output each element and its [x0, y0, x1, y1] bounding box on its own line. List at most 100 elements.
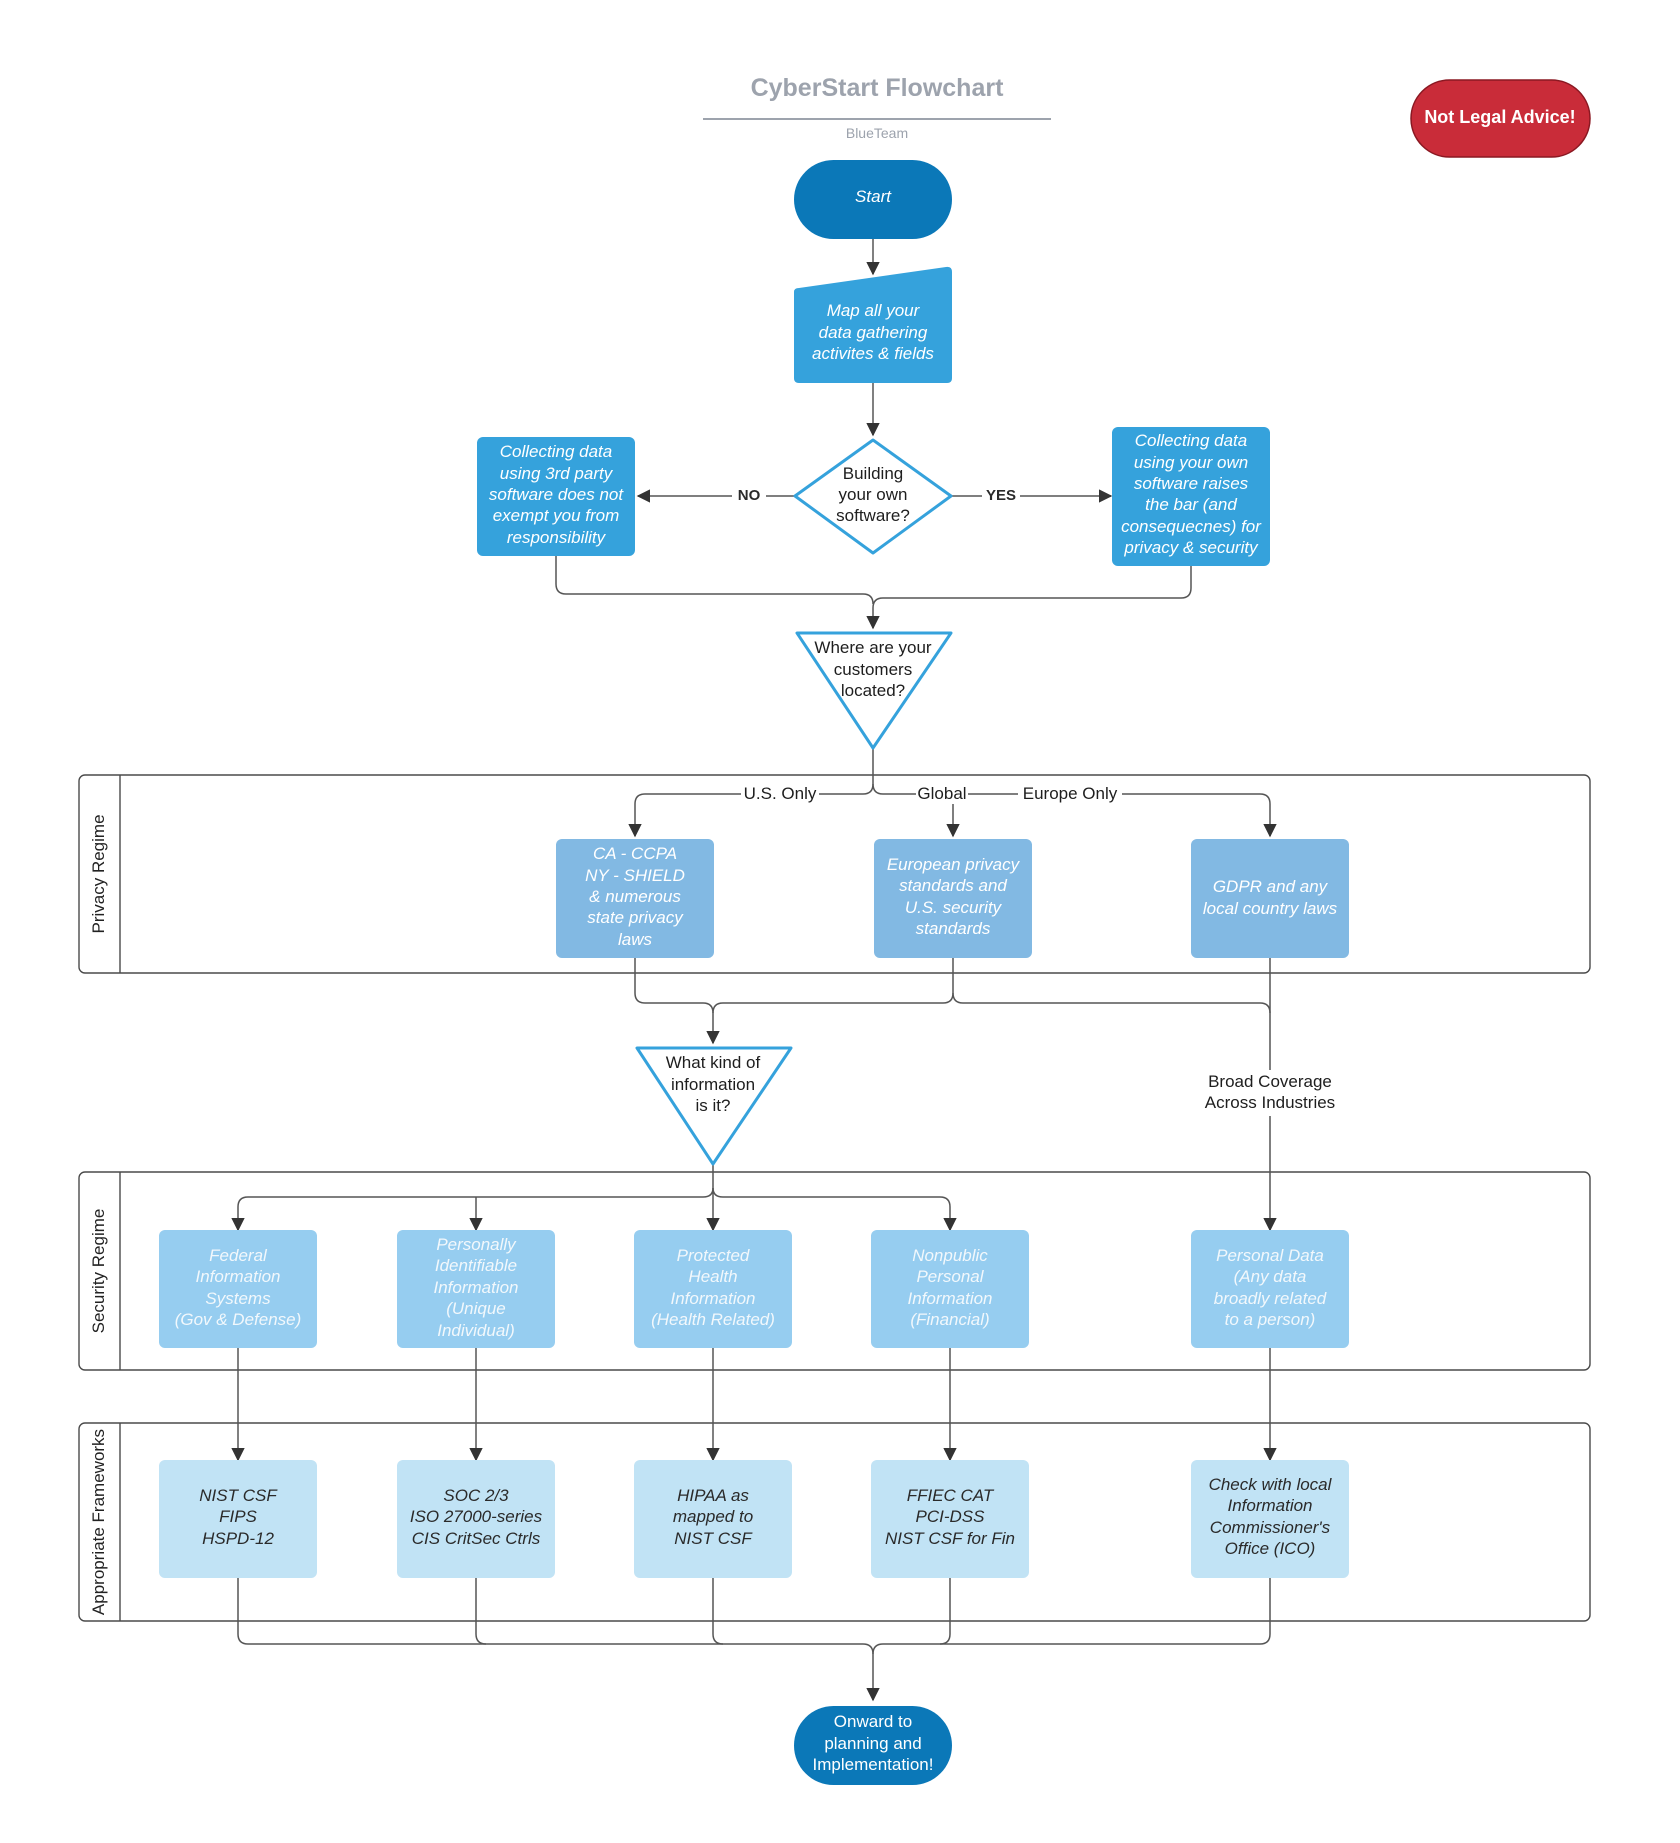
edge-infokind-npi — [712, 1187, 957, 1232]
edge-merge-soc — [475, 1578, 487, 1645]
edge-labels: NO YES U.S. Only Global Europe Only Broa… — [732, 485, 1344, 1116]
ico-line-4: Office (ICO) — [1225, 1539, 1316, 1558]
ffiec-line-3: NIST CSF for Fin — [885, 1529, 1015, 1548]
nist-framework-box: NIST CSF FIPS HSPD-12 — [159, 1460, 317, 1578]
edge-global-infokind — [706, 958, 954, 1045]
edge-merge-ffiec — [939, 1578, 951, 1645]
edge-merge-right — [866, 1578, 1271, 1702]
fis-box: Federal Information Systems (Gov & Defen… — [159, 1230, 317, 1348]
own-software-line-4: the bar (and — [1145, 495, 1237, 514]
edge-thirdparty-merge — [555, 556, 874, 605]
start-terminal: Start — [794, 160, 952, 239]
fis-line-1: Federal — [209, 1246, 268, 1265]
global-privacy-box: European privacy standards and U.S. secu… — [874, 839, 1032, 958]
edge-label-broad-1: Broad Coverage — [1208, 1072, 1332, 1091]
onward-line-2: planning and — [824, 1734, 921, 1753]
nist-line-3: HSPD-12 — [202, 1529, 274, 1548]
personal-data-line-2: (Any data — [1234, 1267, 1307, 1286]
info-kind-line-2: information — [671, 1075, 755, 1094]
third-party-line-1: Collecting data — [500, 442, 612, 461]
building-line-2: your own — [839, 485, 908, 504]
own-software-line-6: privacy & security — [1123, 538, 1259, 557]
global-privacy-line-4: standards — [916, 919, 991, 938]
soc-line-3: CIS CritSec Ctrls — [412, 1529, 541, 1548]
edge-merge-hipaa — [712, 1578, 724, 1645]
info-kind-decision: What kind of information is it? — [635, 1046, 793, 1166]
personal-data-box: Personal Data (Any data broadly related … — [1191, 1230, 1349, 1348]
ico-line-2: Information — [1227, 1496, 1312, 1515]
edge-global-broad — [952, 992, 1271, 1014]
edge-label-europe-only: Europe Only — [1023, 784, 1118, 803]
edge-customers-europe — [953, 793, 1277, 838]
europe-privacy-line-2: local country laws — [1203, 899, 1338, 918]
lane-privacy-label: Privacy Regime — [89, 814, 108, 933]
phi-line-1: Protected — [677, 1246, 750, 1265]
edge-us-infokind — [634, 958, 714, 1014]
own-software-line-5: consequecnes) for — [1121, 517, 1262, 536]
europe-privacy-line-1: GDPR and any — [1213, 877, 1329, 896]
edge-merge-left — [237, 1578, 874, 1655]
pii-line-5: Individual) — [437, 1321, 515, 1340]
personal-data-line-3: broadly related — [1214, 1289, 1327, 1308]
map-data-line-1: Map all your — [827, 301, 921, 320]
npi-box: Nonpublic Personal Information (Financia… — [871, 1230, 1029, 1348]
info-kind-line-1: What kind of — [666, 1053, 761, 1072]
third-party-line-3: software does not — [489, 485, 624, 504]
hipaa-framework-box: HIPAA as mapped to NIST CSF — [634, 1460, 792, 1578]
lane-frameworks: Appropriate Frameworks — [78, 1422, 1591, 1622]
global-privacy-line-2: standards and — [899, 876, 1007, 895]
third-party-line-2: using 3rd party — [500, 464, 614, 483]
personal-data-line-1: Personal Data — [1216, 1246, 1324, 1265]
us-privacy-box: CA - CCPA NY - SHIELD & numerous state p… — [556, 839, 714, 958]
npi-line-4: (Financial) — [910, 1310, 989, 1329]
nist-line-1: NIST CSF — [199, 1486, 278, 1505]
us-privacy-line-1: CA - CCPA — [593, 844, 677, 863]
personal-data-line-4: to a person) — [1225, 1310, 1316, 1329]
onward-line-3: Implementation! — [813, 1755, 934, 1774]
soc-line-2: ISO 27000-series — [410, 1507, 543, 1526]
pii-line-4: (Unique — [446, 1299, 506, 1318]
own-software-line-1: Collecting data — [1135, 431, 1247, 450]
edge-label-yes: YES — [986, 487, 1016, 504]
nist-line-2: FIPS — [219, 1507, 257, 1526]
disclaimer-label: Not Legal Advice! — [1424, 107, 1575, 127]
us-privacy-line-3: & numerous — [589, 887, 681, 906]
page-title: CyberStart Flowchart — [751, 74, 1005, 102]
edge-label-global: Global — [917, 784, 966, 803]
ico-line-3: Commissioner's — [1210, 1518, 1331, 1537]
third-party-box: Collecting data using 3rd party software… — [477, 437, 635, 556]
edge-label-no: NO — [738, 487, 761, 504]
own-software-box: Collecting data using your own software … — [1112, 427, 1270, 566]
edge-label-broad-2: Across Industries — [1205, 1093, 1335, 1112]
us-privacy-line-2: NY - SHIELD — [585, 866, 685, 885]
disclaimer-badge: Not Legal Advice! — [1410, 79, 1591, 158]
soc-framework-box: SOC 2/3 ISO 27000-series CIS CritSec Ctr… — [397, 1460, 555, 1578]
building-software-decision: Building your own software? — [793, 438, 953, 555]
lane-frameworks-label: Appropriate Frameworks — [89, 1429, 108, 1615]
us-privacy-line-4: state privacy — [587, 908, 684, 927]
map-data-line-3: activites & fields — [812, 344, 934, 363]
global-privacy-line-1: European privacy — [887, 855, 1021, 874]
disclaimer-pill — [1410, 79, 1591, 158]
third-party-line-4: exempt you from — [493, 506, 620, 525]
phi-line-3: Information — [670, 1289, 755, 1308]
fis-line-3: Systems — [205, 1289, 271, 1308]
onward-line-1: Onward to — [834, 1712, 912, 1731]
hipaa-line-2: mapped to — [673, 1507, 753, 1526]
own-software-line-2: using your own — [1134, 453, 1248, 472]
npi-line-3: Information — [907, 1289, 992, 1308]
ico-framework-box: Check with local Information Commissione… — [1191, 1460, 1349, 1578]
phi-line-4: (Health Related) — [651, 1310, 775, 1329]
customers-location-decision: Where are your customers located? — [795, 631, 953, 750]
customers-line-3: located? — [841, 681, 905, 700]
third-party-line-5: responsibility — [507, 528, 607, 547]
npi-line-1: Nonpublic — [912, 1246, 988, 1265]
npi-line-2: Personal — [916, 1267, 984, 1286]
edge-label-us-only: U.S. Only — [744, 784, 817, 803]
map-data-step: Map all your data gathering activites & … — [794, 266, 952, 383]
pii-line-2: Identifiable — [435, 1256, 517, 1275]
connectors — [231, 239, 1277, 1702]
pii-line-3: Information — [433, 1278, 518, 1297]
lane-privacy: Privacy Regime — [78, 774, 1591, 974]
onward-terminal: Onward to planning and Implementation! — [794, 1706, 952, 1785]
